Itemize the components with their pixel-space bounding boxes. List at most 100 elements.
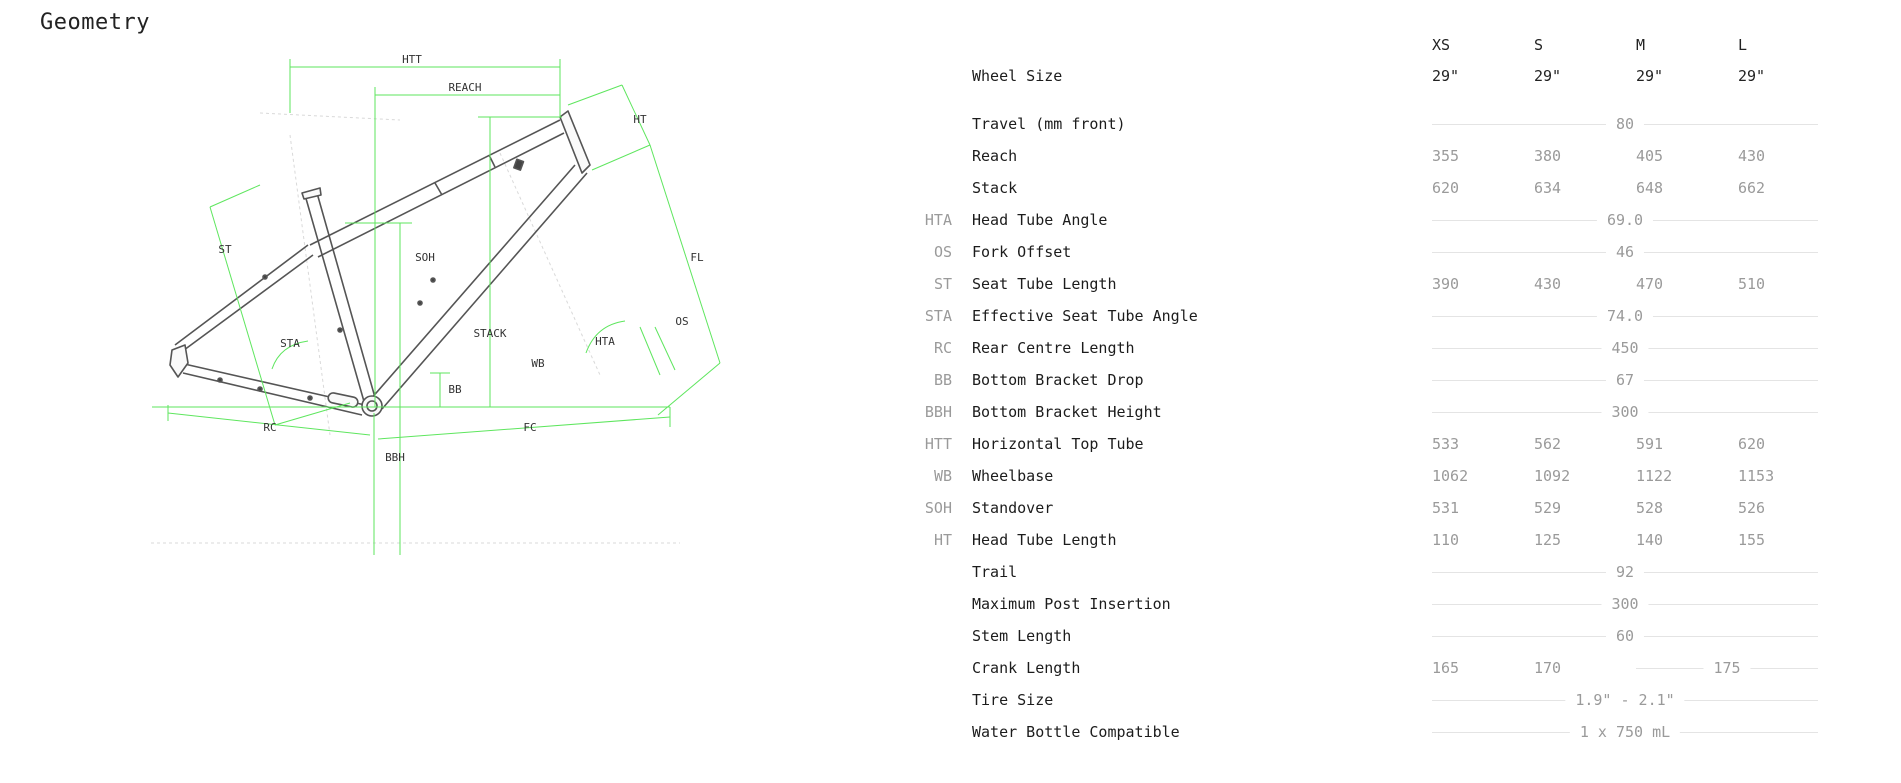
row-abbreviation: BB bbox=[933, 371, 952, 389]
label-bb: BB bbox=[448, 383, 462, 396]
geometry-diagram: HTT REACH HT ST SOH FL STACK STA HTA OS … bbox=[150, 45, 750, 555]
value-s: 1092 bbox=[1534, 467, 1571, 485]
row-label: Reach bbox=[972, 147, 1018, 165]
value-s: 170 bbox=[1534, 659, 1562, 677]
value-m: 405 bbox=[1636, 147, 1664, 165]
table-row: OS Fork Offset 46 bbox=[910, 236, 1835, 268]
value-xs: 29" bbox=[1432, 67, 1460, 85]
wheel-size-row: Wheel Size 29" 29" 29" 29" bbox=[910, 60, 1835, 92]
spanning-value: 1 x 750 mL bbox=[1569, 723, 1681, 741]
spanning-value-cell: 69.0 bbox=[1432, 204, 1818, 236]
spanning-value-cell: 1.9" - 2.1" bbox=[1432, 684, 1818, 716]
value-xs: 110 bbox=[1432, 531, 1460, 549]
size-header-row: XS S M L bbox=[910, 30, 1835, 60]
spanning-value-cell: 300 bbox=[1432, 588, 1818, 620]
label-st: ST bbox=[218, 243, 232, 256]
value-s: 634 bbox=[1534, 179, 1562, 197]
value-s: 125 bbox=[1534, 531, 1562, 549]
value-xs: 620 bbox=[1432, 179, 1460, 197]
row-abbreviation: SOH bbox=[924, 499, 952, 517]
spanning-value: 175 bbox=[1703, 659, 1751, 677]
bike-frame bbox=[169, 110, 591, 417]
spanning-value-cell: 1 x 750 mL bbox=[1432, 716, 1818, 748]
row-abbreviation: WB bbox=[933, 467, 952, 485]
row-label: Effective Seat Tube Angle bbox=[972, 307, 1198, 325]
label-rc: RC bbox=[263, 421, 276, 434]
row-abbreviation: OS bbox=[933, 243, 952, 261]
table-row: Water Bottle Compatible 1 x 750 mL bbox=[910, 716, 1835, 748]
value-xs: 531 bbox=[1432, 499, 1460, 517]
label-bbh: BBH bbox=[385, 451, 405, 464]
spanning-value: 450 bbox=[1601, 339, 1649, 357]
row-label: Maximum Post Insertion bbox=[972, 595, 1171, 613]
row-abbreviation: ST bbox=[933, 275, 952, 293]
spanning-value-cell: 300 bbox=[1432, 396, 1818, 428]
label-fc: FC bbox=[523, 421, 536, 434]
size-xs-header: XS bbox=[1432, 36, 1451, 54]
row-label: Fork Offset bbox=[972, 243, 1072, 261]
table-row: Maximum Post Insertion 300 bbox=[910, 588, 1835, 620]
label-wb: WB bbox=[531, 357, 545, 370]
value-xs: 390 bbox=[1432, 275, 1460, 293]
spanning-value-cell: 46 bbox=[1432, 236, 1818, 268]
row-abbreviation: HTA bbox=[924, 211, 952, 229]
row-label: Travel (mm front) bbox=[972, 115, 1126, 133]
size-s-header: S bbox=[1534, 36, 1544, 54]
value-l: 510 bbox=[1738, 275, 1766, 293]
row-label: Bottom Bracket Height bbox=[972, 403, 1162, 421]
table-row: Tire Size 1.9" - 2.1" bbox=[910, 684, 1835, 716]
row-label: Stem Length bbox=[972, 627, 1072, 645]
spanning-value: 80 bbox=[1605, 115, 1645, 133]
spanning-value-cell: 60 bbox=[1432, 620, 1818, 652]
label-ht: HT bbox=[633, 113, 647, 126]
label-hta: HTA bbox=[595, 335, 615, 348]
label-stack: STACK bbox=[473, 327, 506, 340]
value-l: 29" bbox=[1738, 67, 1766, 85]
row-label: Seat Tube Length bbox=[972, 275, 1117, 293]
row-label: Tire Size bbox=[972, 691, 1054, 709]
label-htt: HTT bbox=[402, 53, 422, 66]
dimension-lines bbox=[152, 59, 721, 555]
row-label: Wheelbase bbox=[972, 467, 1054, 485]
value-xs: 355 bbox=[1432, 147, 1460, 165]
value-l: 662 bbox=[1738, 179, 1766, 197]
row-label: Wheel Size bbox=[972, 67, 1063, 85]
label-sta: STA bbox=[280, 337, 300, 350]
frame-geometry-svg: HTT REACH HT ST SOH FL STACK STA HTA OS … bbox=[150, 53, 721, 555]
size-l-header: L bbox=[1738, 36, 1748, 54]
value-l: 526 bbox=[1738, 499, 1766, 517]
spanning-value: 300 bbox=[1601, 403, 1649, 421]
spanning-value: 74.0 bbox=[1596, 307, 1654, 325]
row-label: Trail bbox=[972, 563, 1018, 581]
page-title: Geometry bbox=[40, 10, 150, 35]
value-l: 1153 bbox=[1738, 467, 1775, 485]
spanning-value: 69.0 bbox=[1596, 211, 1654, 229]
row-label: Standover bbox=[972, 499, 1054, 517]
row-abbreviation: BBH bbox=[924, 403, 952, 421]
value-xs: 165 bbox=[1432, 659, 1460, 677]
row-label: Bottom Bracket Drop bbox=[972, 371, 1144, 389]
row-label: Horizontal Top Tube bbox=[972, 435, 1144, 453]
spanning-value-cell: 175 bbox=[1636, 652, 1818, 684]
value-xs: 1062 bbox=[1432, 467, 1469, 485]
value-xs: 533 bbox=[1432, 435, 1460, 453]
value-s: 380 bbox=[1534, 147, 1562, 165]
value-m: 591 bbox=[1636, 435, 1664, 453]
spanning-value: 1.9" - 2.1" bbox=[1565, 691, 1685, 709]
value-m: 528 bbox=[1636, 499, 1664, 517]
dimension-labels: HTT REACH HT ST SOH FL STACK STA HTA OS … bbox=[218, 53, 704, 464]
spanning-value-cell: 450 bbox=[1432, 332, 1818, 364]
row-label: Stack bbox=[972, 179, 1018, 197]
row-label: Water Bottle Compatible bbox=[972, 723, 1180, 741]
spanning-value-cell: 80 bbox=[1432, 108, 1818, 140]
size-m-header: M bbox=[1636, 36, 1646, 54]
value-s: 29" bbox=[1534, 67, 1562, 85]
